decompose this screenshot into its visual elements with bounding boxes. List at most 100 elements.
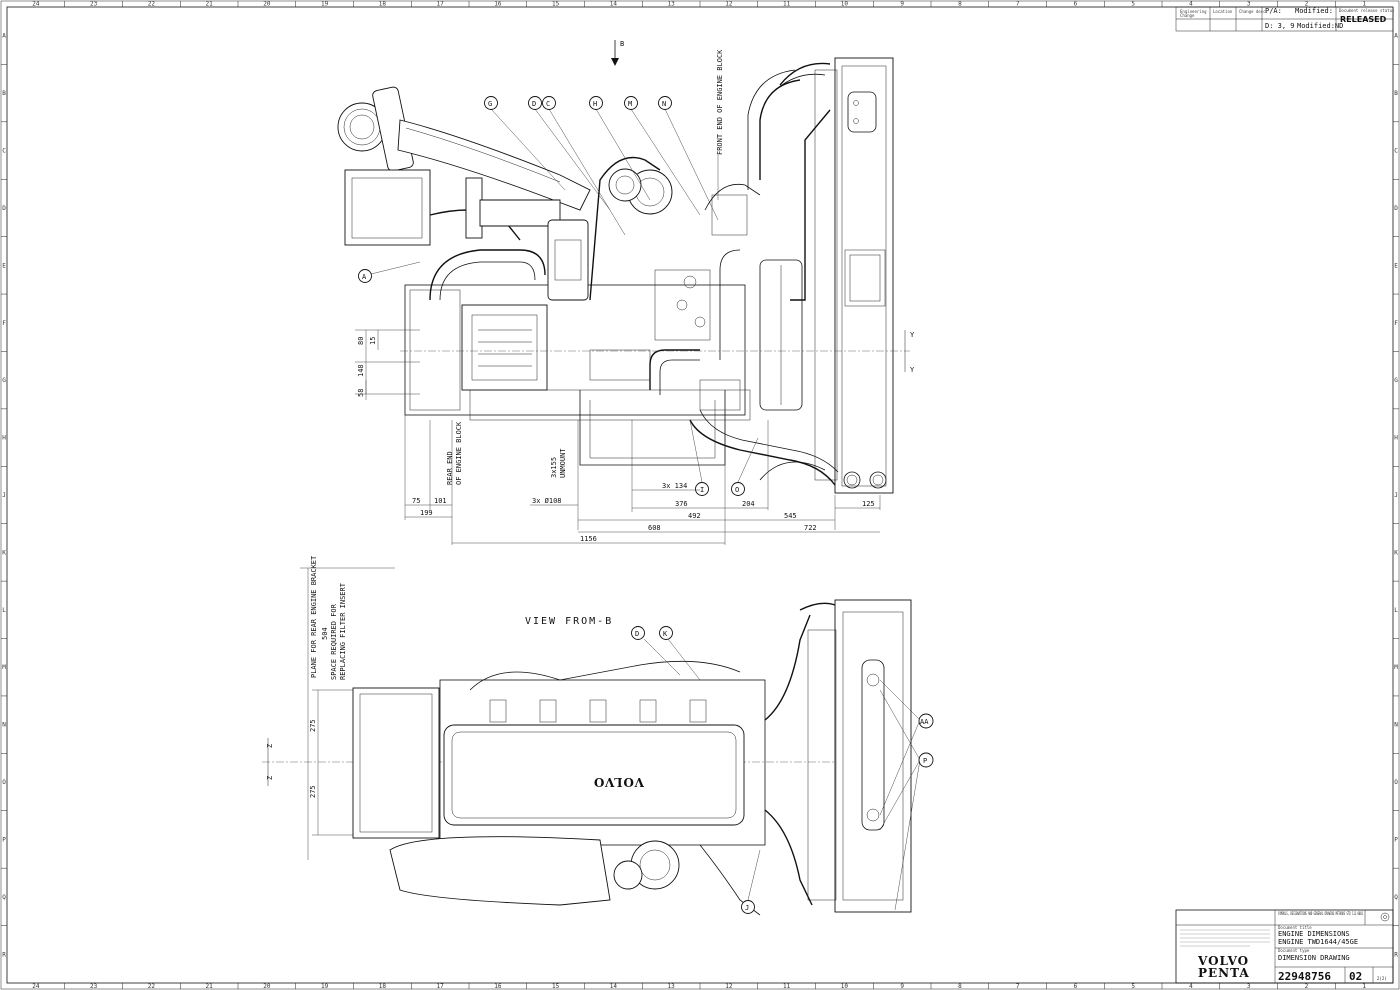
vdim-58: 58 <box>357 389 365 397</box>
frame-left-P: P <box>2 836 6 843</box>
callout-top-d: D <box>635 630 639 638</box>
side-horizontal-dims: 75 101 199 3x Ø108 3x 134 376 204 492 54… <box>404 415 881 545</box>
frame-left-L: L <box>2 607 6 614</box>
frame-top-16: 16 <box>494 1 502 8</box>
pa-value: D: 3, 9 <box>1265 22 1295 30</box>
frame-bottom-23: 23 <box>90 983 98 990</box>
callout-a: A <box>362 273 367 281</box>
charge-air-pipe <box>344 169 561 301</box>
callout-top-j: J <box>745 904 749 912</box>
frame-top-19: 19 <box>321 1 329 8</box>
hdim-376: 376 <box>675 500 688 508</box>
frame-right-L: L <box>1394 607 1398 614</box>
frame-left-B: B <box>2 90 6 97</box>
filter-space-note-1: SPACE REQUIRED FOR <box>330 603 338 680</box>
hdim-204: 204 <box>742 500 755 508</box>
frame-right-G: G <box>1394 377 1398 384</box>
hdim-492: 492 <box>688 512 701 520</box>
z-axis-bottom: Z <box>266 776 274 780</box>
frame-top-4: 4 <box>1189 1 1193 8</box>
callout-c: C <box>546 100 550 108</box>
doc-type: DIMENSION DRAWING <box>1278 954 1350 962</box>
view-arrow-label: B <box>620 40 624 48</box>
frame-bottom-14: 14 <box>610 983 618 990</box>
modified-label-2: Modified:ND <box>1297 22 1343 30</box>
revision-block: Engineering Change Location Change desc.… <box>1175 6 1395 32</box>
frame-right-E: E <box>1394 262 1398 269</box>
status-label: Document release status <box>1339 8 1395 13</box>
callout-d: D <box>532 100 536 108</box>
frame-right-H: H <box>1394 435 1398 442</box>
frame-bottom-13: 13 <box>668 983 676 990</box>
callout-top-aa: AA <box>920 718 929 726</box>
frame-right-J: J <box>1394 492 1398 499</box>
frame-bottom-18: 18 <box>379 983 387 990</box>
frame-left-J: J <box>2 492 6 499</box>
release-status: RELEASED <box>1340 15 1387 24</box>
frame-bottom-12: 12 <box>725 983 733 990</box>
frame-right-P: P <box>1394 836 1398 843</box>
modified-label-1: Modified: <box>1295 7 1333 15</box>
filter-space-note-2: REPLACING FILTER INSERT <box>339 582 347 680</box>
frame-left-R: R <box>2 951 6 958</box>
frame-bottom-16: 16 <box>494 983 502 990</box>
frame-top-1: 1 <box>1362 1 1366 8</box>
coolant-pipes <box>649 349 839 486</box>
front-end-note: FRONT END OF ENGINE BLOCK <box>716 49 724 155</box>
frame-bottom-15: 15 <box>552 983 560 990</box>
vdim-80: 80 <box>357 337 365 345</box>
hdim-608: 608 <box>648 524 661 532</box>
frame-top-20: 20 <box>263 1 271 8</box>
z-axis-top: Z <box>266 744 274 748</box>
frame-top-9: 9 <box>900 1 904 8</box>
doc-title-label: Document title <box>1278 925 1312 930</box>
frame-top-7: 7 <box>1016 1 1020 8</box>
frame-right-B: B <box>1394 90 1398 97</box>
top-view: VIEW FROM-B PLANE FOR REAR ENGINE BRACKE… <box>262 555 934 916</box>
air-filter <box>337 86 591 211</box>
top-callouts: D K AA P J <box>631 626 934 914</box>
logo-volvo: VOLVO <box>1197 954 1249 968</box>
frame-right-R: R <box>1394 951 1398 958</box>
frame-bottom-10: 10 <box>841 983 849 990</box>
top-air-filter <box>352 687 440 839</box>
vdim-275-bottom: 275 <box>309 785 317 798</box>
doc-type-label: Document type <box>1278 948 1310 953</box>
unmount-note-2: UNMOUNT <box>559 448 567 478</box>
frame-right-Q: Q <box>1394 894 1398 901</box>
rear-end-note-2: OF ENGINE BLOCK <box>455 421 463 485</box>
frame-left-M: M <box>2 664 6 671</box>
sheet-number: 2(2) <box>1377 976 1387 981</box>
frame-right-M: M <box>1394 664 1398 671</box>
frame-left-Q: Q <box>2 894 6 901</box>
frame-bottom-8: 8 <box>958 983 962 990</box>
frame-top-18: 18 <box>379 1 387 8</box>
pa-label: P/A: <box>1265 7 1282 15</box>
fan-pulley <box>719 249 803 411</box>
top-radiator <box>764 599 912 913</box>
hdim-101: 101 <box>434 497 447 505</box>
radiator <box>747 57 894 494</box>
callout-n: N <box>662 100 666 108</box>
logo-penta: PENTA <box>1198 966 1250 980</box>
frame-bottom-17: 17 <box>437 983 445 990</box>
frame-top-23: 23 <box>90 1 98 8</box>
title-block: SYMBOLS, DESIGNATIONS AND GENERAL DRAWIN… <box>1175 909 1394 984</box>
callout-m: M <box>628 100 632 108</box>
side-view: B <box>337 40 915 545</box>
svg-text:Location: Location <box>1213 9 1233 14</box>
callout-h: H <box>593 100 597 108</box>
y-axis-top: Y <box>910 331 915 339</box>
doc-title-2: ENGINE TWD1644/45GE <box>1278 938 1358 946</box>
frame-top-22: 22 <box>148 1 156 8</box>
confidentiality-text <box>1180 929 1270 947</box>
frame-left-K: K <box>2 549 6 556</box>
frame-top-15: 15 <box>552 1 560 8</box>
unmount-note-1: 3x155 <box>550 457 558 478</box>
issue-number: 02 <box>1349 970 1362 983</box>
rear-end-note-1: REAR END <box>446 451 454 485</box>
frame-bottom-5: 5 <box>1131 983 1135 990</box>
